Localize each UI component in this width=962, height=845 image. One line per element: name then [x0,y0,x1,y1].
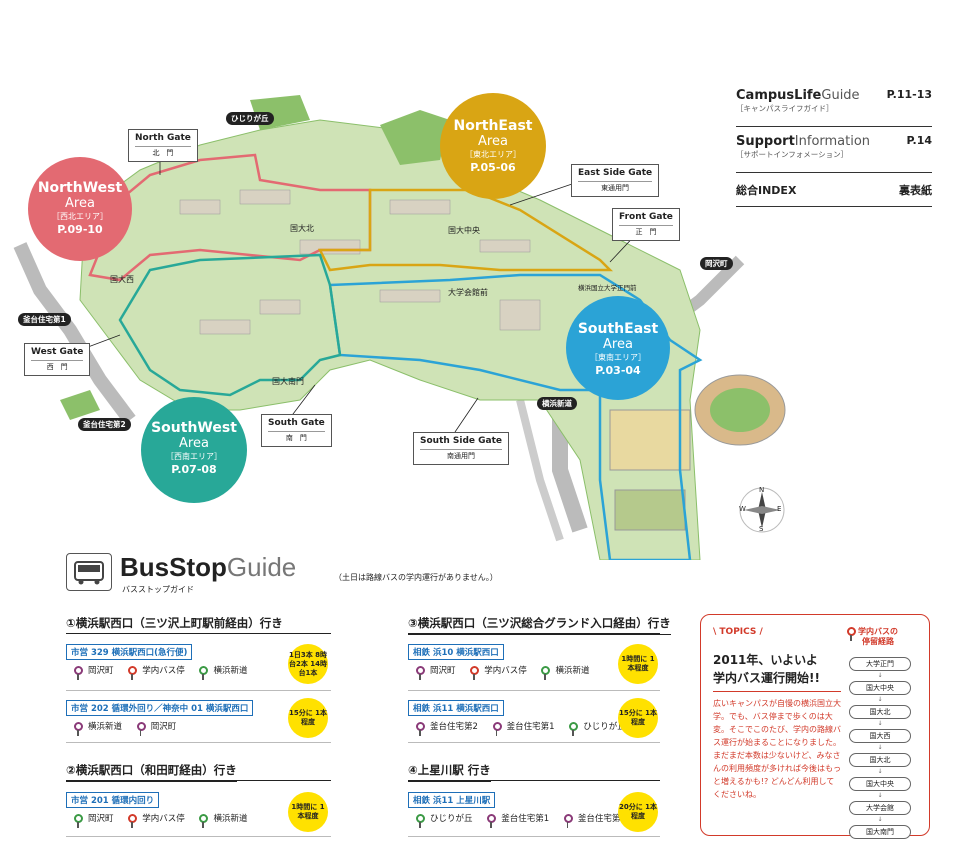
route-3-box-1: 相鉄 浜10 横浜駅西口 岡沢町 学内バス停 横浜新道 1時間に 1本程度 [408,640,660,691]
index-general[interactable]: 総合INDEX 裏表紙 [736,182,932,207]
bus-badge-kamadai1: 釜台住宅第1 [18,313,71,326]
route-1-title: ①横浜駅西口（三ツ沢上町駅前経由）行き [66,616,283,630]
route-3-box-2: 相鉄 浜11 横浜駅西口 釜台住宅第2 釜台住宅第1 ひじりが丘 15分に 1本… [408,696,660,743]
compass-icon [739,487,785,533]
compass-e: E [777,505,782,513]
area-northwest[interactable]: NorthWest Area ［西北エリア］ P.09-10 [28,157,132,261]
area-northeast[interactable]: NorthEast Area ［東北エリア］ P.05-06 [440,93,546,199]
index-campuslife[interactable]: CampusLifeGuide ［キャンパスライフガイド］ P.11-13 [736,88,932,127]
topics-label: \ TOPICS / [713,627,763,637]
topics-body: 広いキャンパスが自慢の横浜国立大学。でも、バス停まで歩くのは大変。そこでこのたび… [713,699,841,799]
label-kokudai-chuo: 国大中央 [448,226,480,235]
route-4-box-1: 相鉄 浜11 上星川駅 ひじりが丘 釜台住宅第1 釜台住宅第2 20分に 1本程… [408,788,660,837]
label-kokudai-nishi: 国大西 [110,275,134,284]
route-2-box-1: 市営 201 循環内回り 岡沢町 学内バス停 横浜新道 1時間に 1本程度 [66,788,331,837]
campus-map [13,95,786,560]
busstop-title: BusStopGuide [120,552,297,582]
bus-badge-hijirigaoka: ひじりが丘 [226,112,274,125]
area-southwest[interactable]: SouthWest Area ［西南エリア］ P.07-08 [141,397,247,503]
route-3-title: ③横浜駅西口（三ツ沢総合グランド入口経由）行き [408,615,671,635]
area-southeast[interactable]: SouthEast Area ［東南エリア］ P.03-04 [566,296,670,400]
route-1-box-1: 市営 329 横浜駅西口(急行便) 岡沢町 学内バス停 横浜新道 1日3本 8時… [66,640,331,691]
busstop-note: （土日は路線バスの学内運行がありません。） [334,573,498,582]
topics-route-title: 学内バスの停留経路 [847,627,898,647]
topics-headline-2: 学内バス運行開始!! [713,671,820,685]
label-kokudai-minami: 国大南門 [272,377,304,386]
route-4-title: ④上星川駅 行き [408,762,491,782]
route-2-title: ②横浜駅西口（和田町経由）行き [66,762,237,782]
bus-badge-kamadai2: 釜台住宅第2 [78,418,131,431]
route-1-box-2: 市営 202 循環外回り／神奈中 01 横浜駅西口 横浜新道 岡沢町 15分に … [66,696,331,743]
label-kokudai-kita: 国大北 [290,224,314,233]
label-kokudai-seimon: 横浜国立大学正門前 [578,284,637,292]
bus-badge-yokohama-shindo: 横浜新道 [537,397,577,410]
bus-icon [66,553,112,591]
topics-headline-1: 2011年、いよいよ [713,653,818,667]
compass-w: W [739,505,746,513]
busstop-title-jp: バスストップガイド [122,585,194,594]
topics-box: \ TOPICS / 2011年、いよいよ 学内バス運行開始!! 広いキャンパス… [700,614,930,839]
index-support[interactable]: SupportInformation ［サポートインフォメーション］ P.14 [736,134,932,173]
topics-route-chain: 大学正門↓ 国大中央↓ 国大北↓ 国大西↓ 国大北↓ 国大中央↓ 大学会館↓ 国… [849,657,911,841]
bus-badge-okazawa: 岡沢町 [700,257,733,270]
label-daigaku-kaikan: 大学会館前 [448,288,488,297]
compass-s: S [759,525,764,533]
compass-n: N [759,486,765,494]
